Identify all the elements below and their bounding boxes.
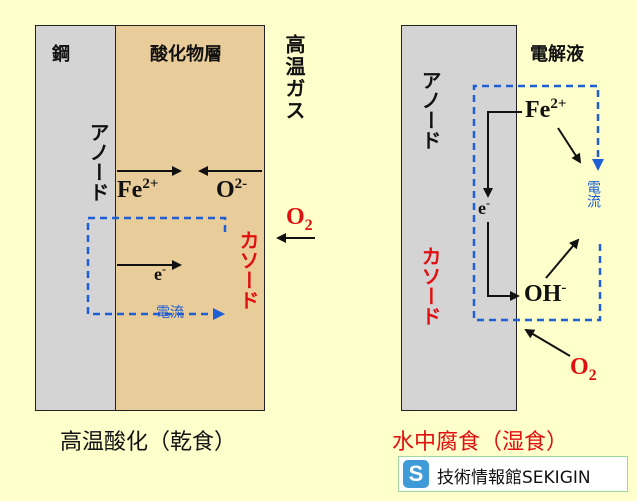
- right-caption: 水中腐食（湿食）: [392, 430, 569, 455]
- electrolyte-label: 電解液: [530, 44, 584, 65]
- right-fe-arrow: [557, 127, 582, 164]
- right-cathode-label: カソード: [418, 246, 442, 326]
- steel-label: 鋼: [52, 44, 70, 65]
- left-anode-label: アノード: [86, 122, 110, 202]
- logo-icon: S: [403, 460, 429, 488]
- right-o2-arrow: [524, 328, 571, 357]
- right-current-label: 電流: [585, 180, 601, 208]
- left-cathode-label: カソード: [236, 230, 260, 310]
- right-electron: e-: [478, 196, 490, 218]
- gas-label: 高温ガス: [282, 34, 306, 122]
- sekigin-logo: S 技術情報館SEKIGIN: [398, 456, 628, 492]
- left-fe-ion: Fe2+: [117, 176, 159, 203]
- left-caption: 高温酸化（乾食）: [60, 430, 237, 455]
- right-oh-ion: OH-: [524, 280, 567, 307]
- left-o-ion: O2-: [216, 176, 248, 203]
- logo-text: 技術情報館SEKIGIN: [437, 468, 591, 488]
- oxide-layer-label: 酸化物層: [150, 44, 222, 65]
- right-electron-path-across: [487, 222, 520, 301]
- left-electron: e-: [154, 262, 166, 284]
- left-current-path: [86, 216, 227, 320]
- metal-region: [401, 25, 517, 411]
- right-oh-arrow: [545, 238, 580, 279]
- right-current-path: [472, 84, 604, 322]
- right-fe-ion: Fe2+: [525, 96, 567, 123]
- left-o2-molecule: O2: [286, 204, 313, 234]
- right-electron-path-down: [483, 111, 522, 198]
- right-o2-molecule: O2: [570, 354, 597, 384]
- right-anode-label: アノード: [418, 70, 442, 150]
